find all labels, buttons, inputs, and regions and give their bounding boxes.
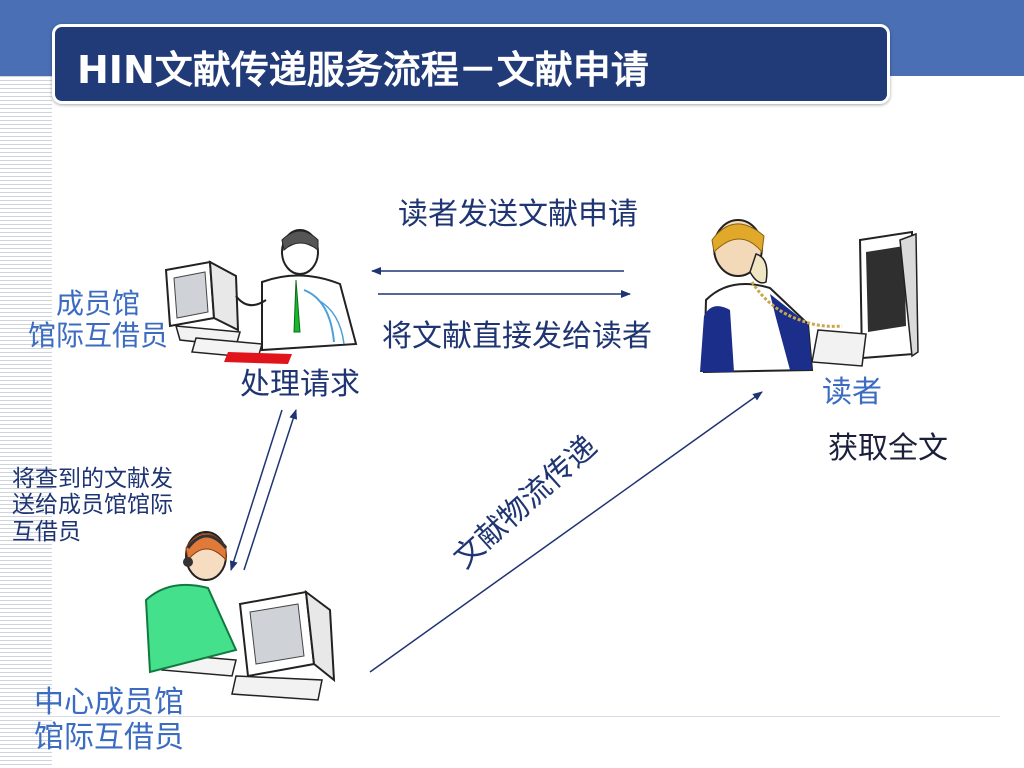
label-found-send-line3: 互借员 — [12, 518, 81, 545]
label-center-librarian-line1: 中心成员馆 — [34, 685, 184, 720]
label-found-send-line2: 送给成员馆馆际 — [12, 492, 173, 519]
footer-divider — [0, 716, 1000, 717]
label-process-request: 处理请求 — [240, 367, 360, 402]
label-get-fulltext: 获取全文 — [828, 431, 948, 466]
arrow-member-to-center — [229, 409, 283, 571]
boy-on-phone-at-computer-icon — [700, 219, 919, 374]
label-member-librarian-line2: 馆际互借员 — [27, 319, 168, 353]
arrow-center-to-member — [243, 409, 298, 571]
label-center-librarian-line2: 馆际互借员 — [34, 719, 184, 755]
label-reader-sends-request: 读者发送文献申请 — [398, 197, 638, 232]
title-box: HIN文献传递服务流程－文献申请 — [52, 24, 890, 104]
label-member-librarian-line1: 成员馆 — [55, 287, 140, 320]
label-found-send-line1: 将查到的文献发 — [12, 466, 173, 492]
label-member-librarian: 成员馆 馆际互借员 — [12, 287, 184, 353]
label-center-librarian: 中心成员馆 馆际互借员 — [34, 685, 184, 755]
label-reader: 读者 — [822, 375, 882, 410]
arrow-logistics-to-reader — [369, 391, 763, 673]
left-stripe-pattern — [0, 76, 52, 768]
page-title: HIN文献传递服务流程－文献申请 — [77, 48, 649, 92]
label-send-directly-to-reader: 将文献直接发给读者 — [382, 319, 652, 354]
clerk-at-computer-icon — [164, 229, 358, 364]
operator-with-headset-icon — [144, 531, 336, 701]
label-found-send-note: 将查到的文献发 送给成员馆馆际 互借员 — [12, 466, 173, 545]
